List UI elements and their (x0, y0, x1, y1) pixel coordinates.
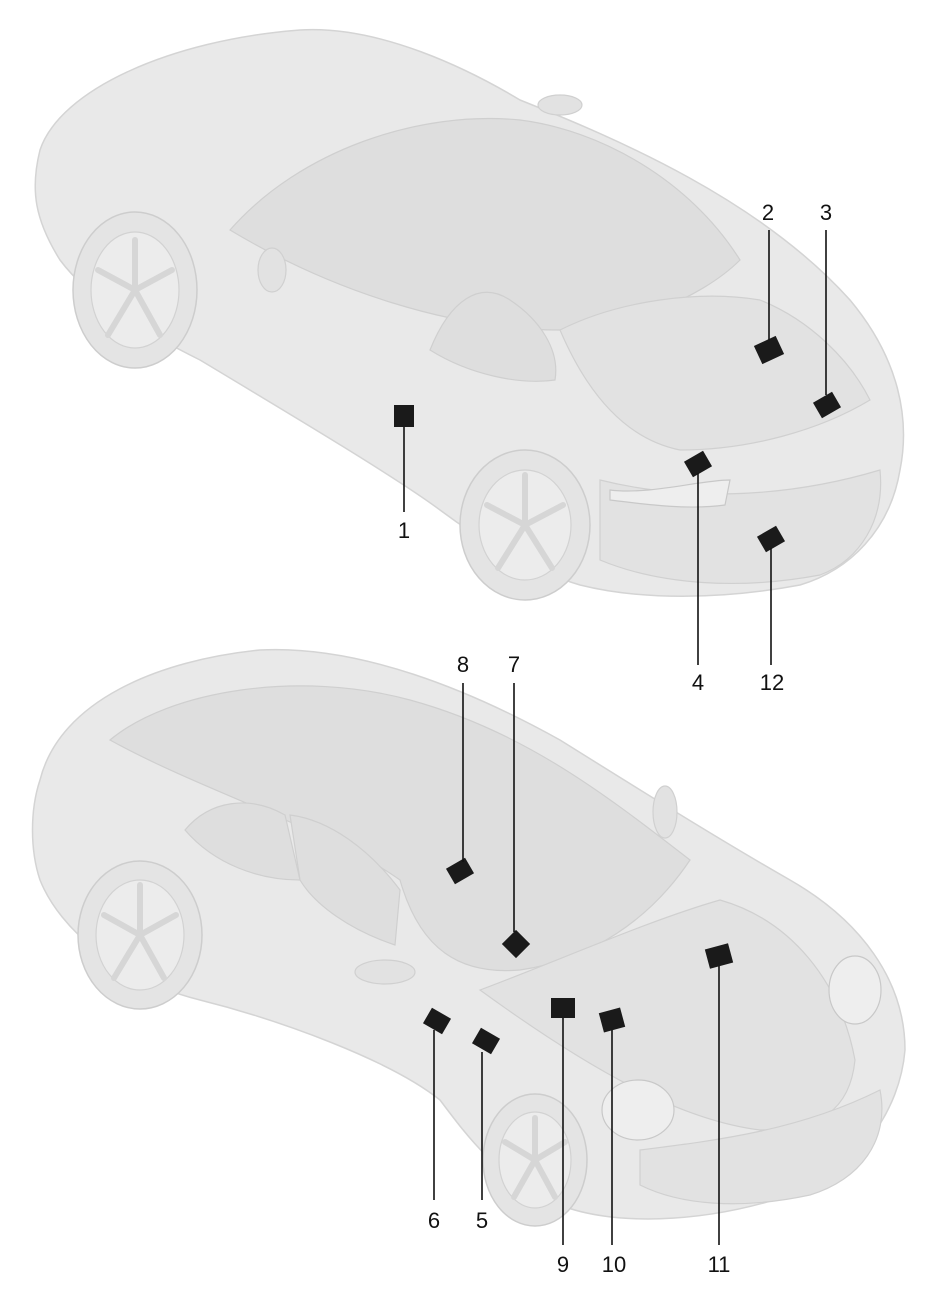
label-marker-7 (501, 929, 531, 959)
car-rear-side-window (429, 291, 557, 382)
car-rear-view-front-wheel (72, 211, 198, 369)
callout-5: 5 (471, 1027, 501, 1233)
callout-number-9: 9 (557, 1252, 569, 1277)
label-marker-2 (753, 335, 785, 365)
car-front-mirror-left (354, 959, 416, 985)
label-marker-3 (812, 391, 842, 419)
car-rear-spoiler (537, 94, 583, 116)
callout-4: 4 (683, 450, 713, 695)
car-rear-roof (229, 117, 741, 331)
car-front-mirror-right (652, 785, 678, 839)
label-marker-12 (756, 525, 786, 553)
callout-number-12: 12 (760, 670, 784, 695)
callout-number-8: 8 (457, 652, 469, 677)
callout-2: 2 (753, 200, 785, 365)
label-marker-11 (704, 943, 734, 969)
car-front-view-front-wheel (482, 1093, 588, 1227)
label-marker-10 (598, 1007, 626, 1033)
label-marker-6 (422, 1007, 452, 1035)
label-marker-9 (551, 998, 575, 1018)
car-front-view-rear-wheel (77, 860, 203, 1010)
callout-number-6: 6 (428, 1208, 440, 1233)
callout-12: 12 (756, 525, 786, 695)
car-rear-mirror (257, 247, 287, 293)
callout-number-10: 10 (602, 1252, 626, 1277)
label-marker-8 (445, 857, 475, 885)
label-marker-4 (683, 450, 713, 478)
car-front-view (31, 648, 906, 1227)
callout-number-4: 4 (692, 670, 704, 695)
callout-number-3: 3 (820, 200, 832, 225)
callout-9: 9 (551, 998, 575, 1277)
callout-7: 7 (501, 652, 531, 959)
car-front-door-window (289, 814, 401, 946)
callout-number-11: 11 (708, 1252, 731, 1277)
callout-3: 3 (812, 200, 842, 419)
car-rear-deck (559, 295, 871, 451)
label-marker-5 (471, 1027, 501, 1055)
car-front-headlight-right (828, 955, 882, 1025)
car-front-headlight-left (601, 1079, 675, 1141)
callout-11: 11 (704, 943, 734, 1277)
callout-8: 8 (445, 652, 475, 885)
callout-number-1: 1 (398, 518, 410, 543)
callout-1: 1 (394, 405, 414, 543)
callout-number-2: 2 (762, 200, 774, 225)
car-rear-view-rear-wheel (459, 449, 591, 601)
car-rear-taillight (609, 479, 731, 508)
label-marker-1 (394, 405, 414, 427)
callout-10: 10 (598, 1007, 626, 1277)
callout-6: 6 (422, 1007, 452, 1233)
car-rear-view (34, 28, 905, 601)
callout-number-7: 7 (508, 652, 520, 677)
car-front-bumper (639, 1089, 883, 1205)
callout-number-5: 5 (476, 1208, 488, 1233)
